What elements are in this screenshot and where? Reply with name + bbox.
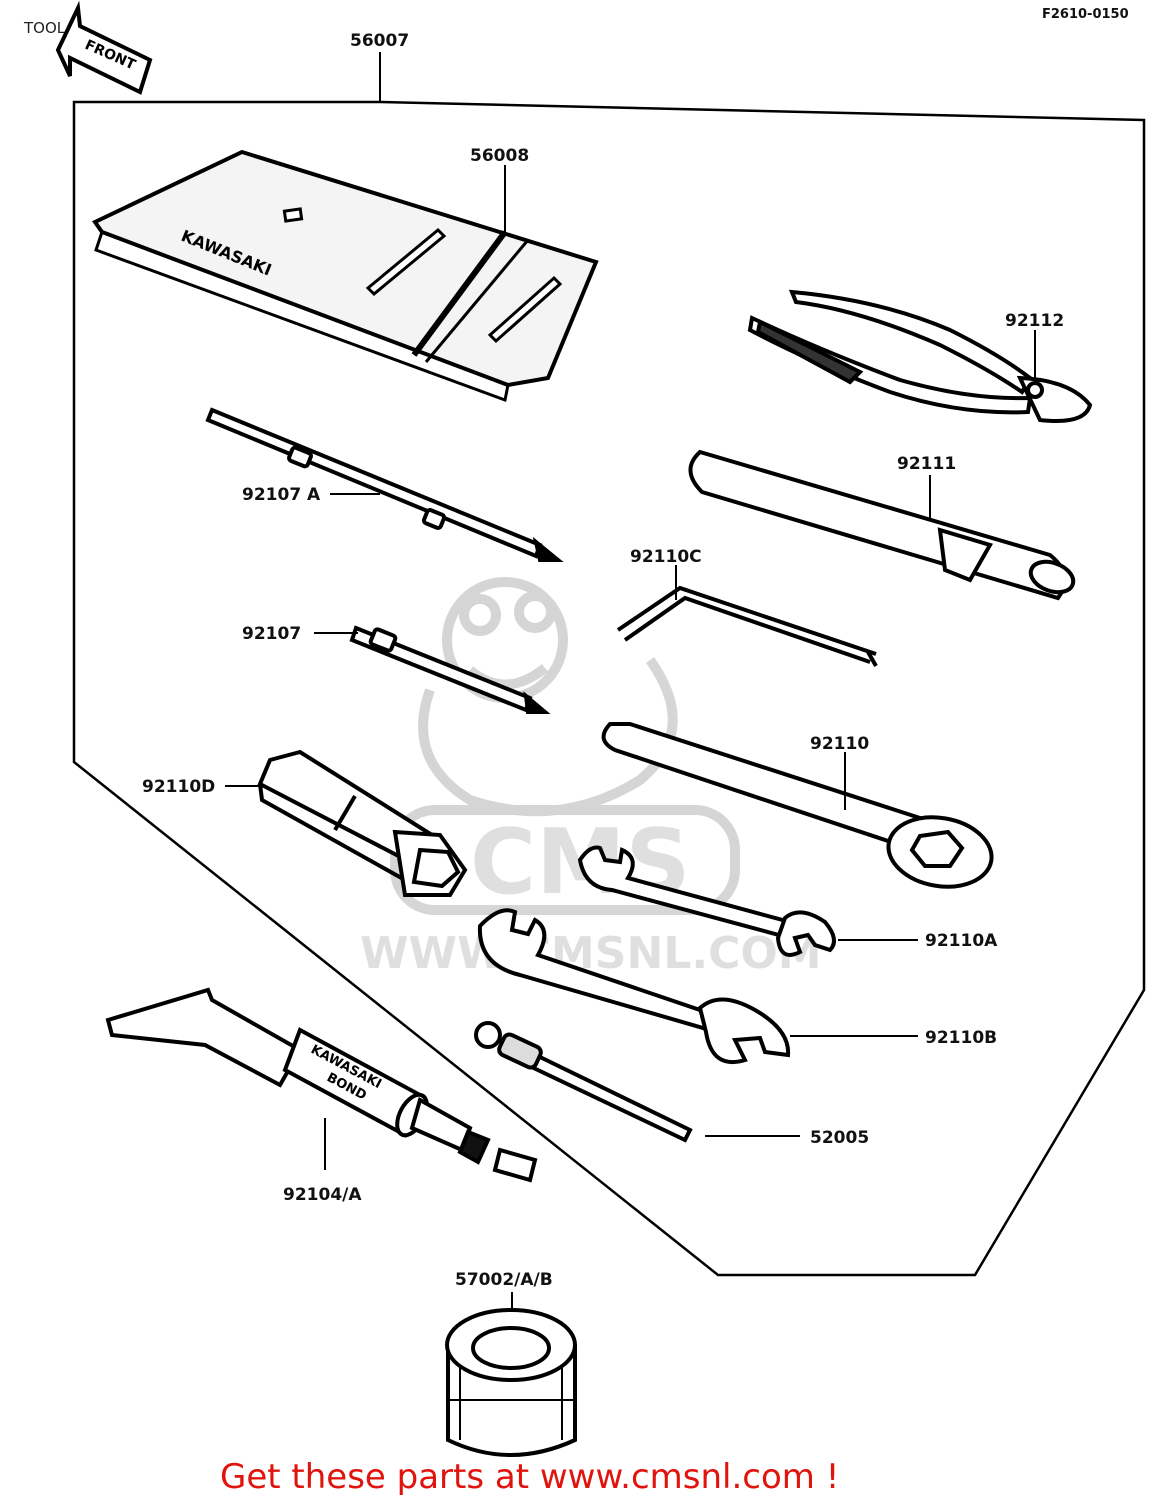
pliers bbox=[747, 289, 1093, 423]
part-label-92112: 92112 bbox=[1005, 311, 1064, 331]
screwdriver-handle bbox=[688, 449, 1076, 601]
part-label-92110: 92110 bbox=[810, 734, 869, 754]
ring-wrench bbox=[601, 722, 994, 889]
open-wrench-b bbox=[477, 908, 791, 1065]
part-label-56008: 56008 bbox=[470, 146, 529, 166]
box-wrench bbox=[257, 749, 468, 897]
part-label-92107: 92107 bbox=[242, 624, 301, 644]
oil-filter-can bbox=[445, 1308, 577, 1457]
tool-pouch: KAWASAKI bbox=[92, 149, 599, 403]
watermark-url: WWW.CMSNL.COM bbox=[360, 928, 822, 979]
part-label-92110b: 92110B bbox=[925, 1028, 997, 1048]
part-label-92110d: 92110D bbox=[142, 777, 215, 797]
part-label-92104a: 92104/A bbox=[283, 1185, 362, 1205]
open-wrench-a bbox=[577, 845, 836, 957]
screwdriver-short bbox=[349, 625, 551, 714]
part-label-92111: 92111 bbox=[897, 454, 956, 474]
promo-link[interactable]: Get these parts at www.cmsnl.com ! bbox=[220, 1457, 839, 1497]
hex-key bbox=[616, 585, 878, 667]
front-arrow-icon: FRONT bbox=[55, 0, 153, 95]
part-label-52005: 52005 bbox=[810, 1128, 869, 1148]
part-label-92110a: 92110A bbox=[925, 931, 998, 951]
screwdriver-long bbox=[205, 407, 564, 562]
figure-code: F2610-0150 bbox=[1042, 7, 1129, 22]
leader-lines bbox=[225, 52, 1036, 1310]
spark-plug-tool bbox=[474, 1021, 693, 1143]
part-label-92107a: 92107 A bbox=[242, 485, 321, 505]
kit-outline bbox=[72, 100, 1146, 1277]
page-title: TOOL bbox=[23, 19, 66, 37]
bond-tube: KAWASAKI BOND bbox=[105, 987, 538, 1183]
part-label-92110c: 92110C bbox=[630, 547, 702, 567]
part-label-56007: 56007 bbox=[350, 31, 409, 51]
part-label-57002: 57002/A/B bbox=[455, 1270, 553, 1290]
